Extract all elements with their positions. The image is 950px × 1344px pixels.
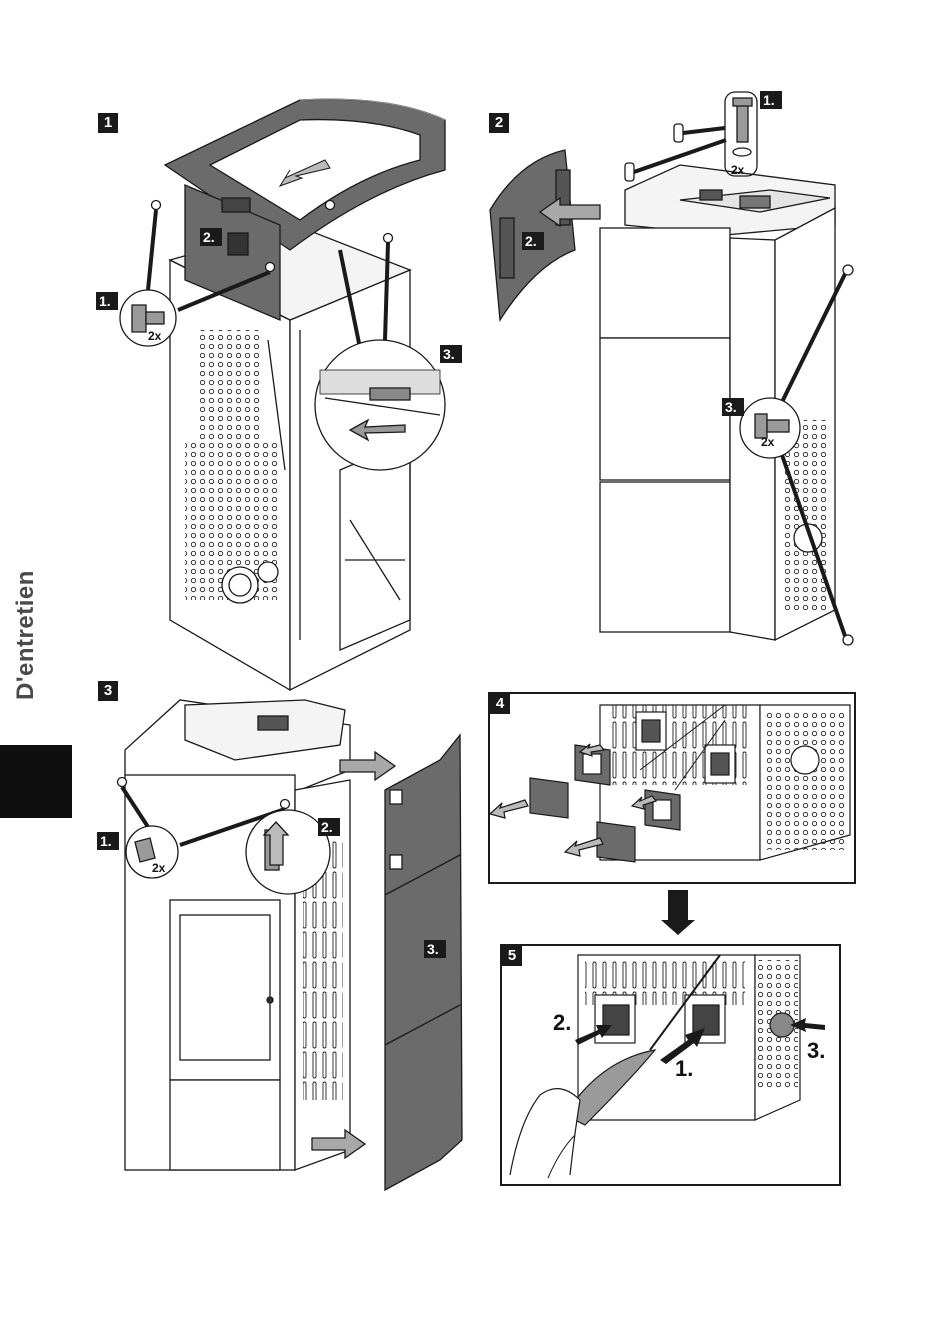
- step-2-callout-3: 3.: [725, 399, 737, 415]
- step-2-figure: [490, 92, 853, 645]
- step-3-figure: [118, 700, 463, 1190]
- step-3-quantity: 2x: [152, 861, 166, 875]
- step-5-figure: [510, 955, 800, 1178]
- step-4-to-5-arrow: [661, 890, 695, 935]
- step-3-callout-3: 3.: [427, 941, 439, 957]
- step-2-callout-2: 2.: [525, 233, 537, 249]
- step-1-callout-2: 2.: [203, 229, 215, 245]
- step-2-bolt-quantity: 2x: [731, 163, 745, 177]
- step-1-figure: [120, 99, 445, 690]
- step-1-callout-3: 3.: [443, 346, 455, 362]
- step-3-callout-1: 1.: [100, 833, 112, 849]
- step-3-callout-2: 2.: [321, 819, 333, 835]
- step-1-quantity: 2x: [148, 329, 162, 343]
- step-2-screw-quantity: 2x: [761, 435, 775, 449]
- step-5-callout-3: 3.: [807, 1038, 825, 1063]
- step-5-callout-1: 1.: [675, 1056, 693, 1081]
- step-5-callout-2: 2.: [553, 1010, 571, 1035]
- step-4-figure: [490, 705, 850, 862]
- step-1-callout-1: 1.: [99, 293, 111, 309]
- step-2-callout-1: 1.: [763, 92, 775, 108]
